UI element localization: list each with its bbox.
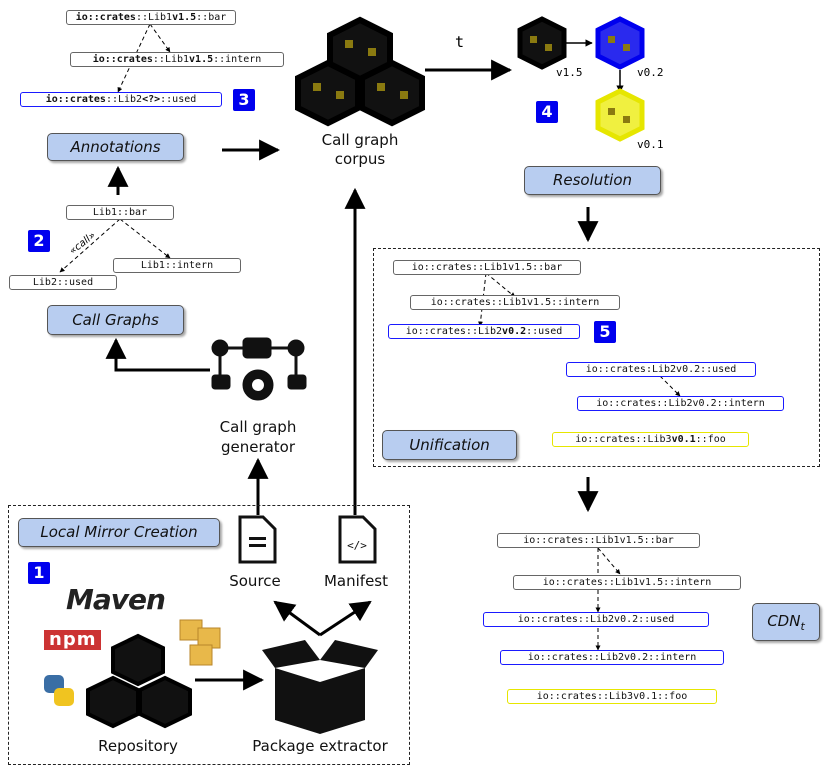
step-badge-4: 4 bbox=[536, 101, 558, 123]
annotation-node-bar: io::crates::Lib1v1.5::bar bbox=[66, 10, 236, 25]
step-badge-2: 2 bbox=[28, 230, 50, 252]
unification-pill: Unification bbox=[382, 430, 517, 460]
version-label-v02: v0.2 bbox=[637, 66, 664, 79]
repository-label: Repository bbox=[98, 737, 178, 755]
callgraph-node-used: Lib2::used bbox=[9, 275, 117, 290]
callgraph-node-intern: Lib1::intern bbox=[113, 258, 241, 273]
package-stack-icon bbox=[179, 619, 221, 666]
npm-logo: npm bbox=[44, 630, 102, 650]
unification-box bbox=[373, 248, 820, 467]
time-label: t bbox=[455, 33, 465, 51]
unification-node-bar: io::crates::Lib1v1.5::bar bbox=[393, 260, 581, 275]
source-label: Source bbox=[229, 572, 281, 590]
step-badge-5: 5 bbox=[594, 321, 616, 343]
cdn-node-intern2: io::crates::Lib2v0.2::intern bbox=[500, 650, 724, 665]
cdn-node-used: io::crates::Lib2v0.2::used bbox=[483, 612, 709, 627]
maven-logo: Maven bbox=[66, 583, 166, 616]
manifest-label: Manifest bbox=[323, 572, 388, 590]
annotation-node-intern: io::crates::Lib1v1.5::intern bbox=[70, 52, 284, 67]
resolution-pill: Resolution bbox=[524, 166, 661, 195]
annotations-pill: Annotations bbox=[47, 133, 184, 161]
python-logo-icon bbox=[44, 675, 74, 706]
step-badge-3: 3 bbox=[233, 89, 255, 111]
annotation-node-used: io::crates::Lib2<?>::used bbox=[20, 92, 222, 107]
package-extractor-label: Package extractor bbox=[252, 737, 388, 755]
repository-icon bbox=[86, 633, 192, 729]
cdn-node-foo: io::crates::Lib3v0.1::foo bbox=[507, 689, 717, 704]
local-mirror-pill: Local Mirror Creation bbox=[18, 518, 220, 547]
unification-node-used2: io::crates:Lib2v0.2::used bbox=[566, 362, 756, 377]
package-extractor-icon bbox=[262, 640, 378, 734]
manifest-file-icon bbox=[338, 515, 377, 564]
cdn-node-bar: io::crates::Lib1v1.5::bar bbox=[497, 533, 700, 548]
version-label-v15: v1.5 bbox=[556, 66, 583, 79]
unification-node-foo: io::crates::Lib3v0.1::foo bbox=[552, 432, 749, 447]
version-label-v01: v0.1 bbox=[637, 138, 664, 151]
local-mirror-box bbox=[8, 505, 410, 765]
unification-node-intern2: io::crates::Lib2v0.2::intern bbox=[577, 396, 784, 411]
cdn-pill: CDNt bbox=[752, 603, 820, 641]
call-graphs-pill: Call Graphs bbox=[47, 305, 184, 335]
unification-node-intern: io::crates::Lib1v1.5::intern bbox=[410, 295, 620, 310]
svg-text:</>: </> bbox=[347, 539, 367, 552]
callgraph-node-bar: Lib1::bar bbox=[66, 205, 174, 220]
unification-node-used: io::crates::Lib2v0.2::used bbox=[388, 324, 580, 339]
cdn-node-intern: io::crates::Lib1v1.5::intern bbox=[513, 575, 741, 590]
step-badge-1: 1 bbox=[28, 562, 50, 584]
